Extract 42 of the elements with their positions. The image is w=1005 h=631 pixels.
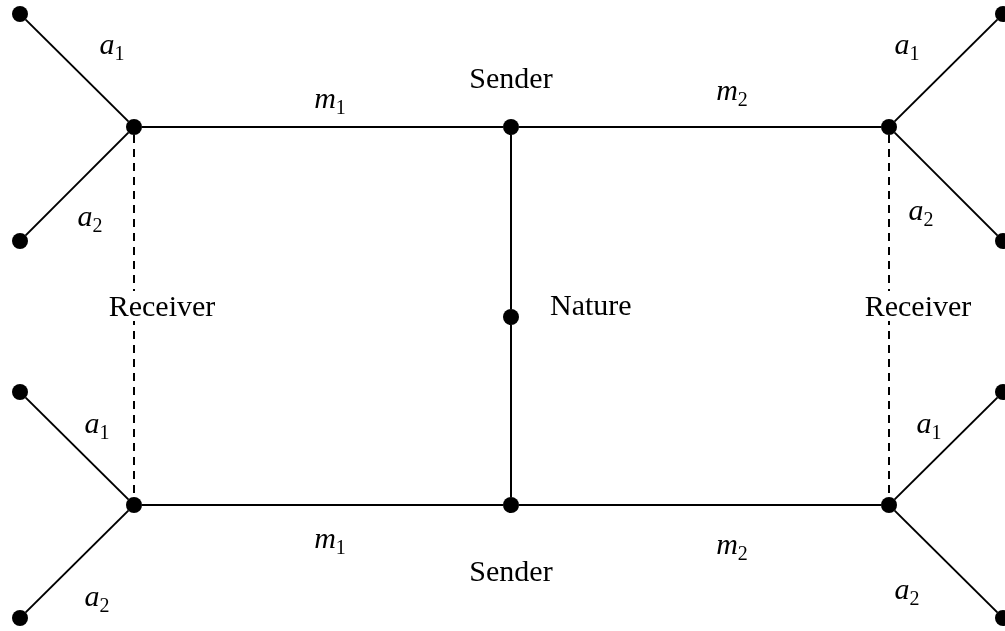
edge-line xyxy=(893,18,999,123)
edge-line xyxy=(893,131,999,237)
edge-line xyxy=(141,126,504,128)
edge-label: a$_{2}$ xyxy=(77,201,103,235)
edge-label: a$_{2}$ xyxy=(894,574,920,608)
node-dot xyxy=(126,497,142,513)
edge-line xyxy=(518,504,882,506)
player-label: Nature xyxy=(550,290,632,320)
edge-line xyxy=(24,509,130,614)
player-label: Sender xyxy=(469,556,553,586)
edge-line xyxy=(24,18,130,123)
edge-label: m$_{1}$ xyxy=(314,523,346,557)
edge-line xyxy=(510,324,512,498)
node-dot xyxy=(503,119,519,135)
edge-label: Receiver xyxy=(864,291,972,321)
edge-label: a$_{1}$ xyxy=(84,408,110,442)
node-dot xyxy=(12,610,28,626)
edge-label: m$_{1}$ xyxy=(314,83,346,117)
edge-label: a$_{1}$ xyxy=(916,408,942,442)
edge-line xyxy=(893,509,999,614)
edge-label: a$_{2}$ xyxy=(908,195,934,229)
node-dot xyxy=(503,497,519,513)
node-dot xyxy=(12,6,28,22)
node-dot xyxy=(881,497,897,513)
node-dot xyxy=(12,233,28,249)
player-label: Sender xyxy=(469,63,553,93)
node-dot xyxy=(503,309,519,325)
edge-label: Receiver xyxy=(108,291,216,321)
edge-line xyxy=(893,396,999,501)
edge-label: a$_{2}$ xyxy=(84,581,110,615)
node-dot xyxy=(881,119,897,135)
edge-line xyxy=(24,131,130,237)
edge-line xyxy=(141,504,504,506)
edge-label: a$_{1}$ xyxy=(894,29,920,63)
edge-line xyxy=(510,134,512,310)
node-dot xyxy=(126,119,142,135)
edge-label: m$_{2}$ xyxy=(716,529,748,563)
edge-label: m$_{2}$ xyxy=(716,75,748,109)
edge-line xyxy=(518,126,882,128)
edge-label: a$_{1}$ xyxy=(99,29,125,63)
node-dot xyxy=(12,384,28,400)
edge-line xyxy=(24,396,130,501)
